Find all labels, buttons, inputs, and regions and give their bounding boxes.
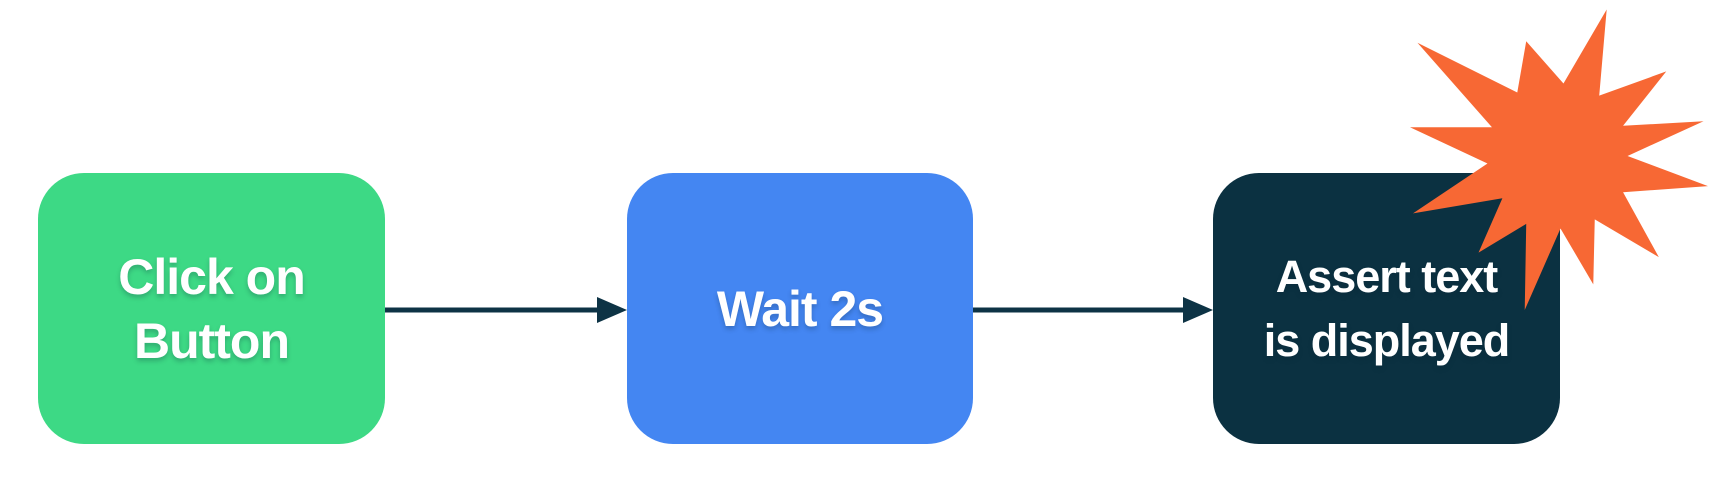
node-label-line: is displayed — [1263, 314, 1511, 366]
connector-arrow-2 — [973, 297, 1213, 323]
node-wait-2s-label: Wait 2s — [716, 277, 884, 341]
explosion-burst-shape — [1410, 9, 1708, 310]
node-label-line: Wait 2s — [716, 280, 884, 337]
node-click-on-button-label: Click on Button — [118, 245, 305, 373]
node-assert-label: Assert text is displayed — [1263, 245, 1511, 373]
explosion-burst-icon — [1410, 9, 1708, 310]
connector-arrow-1 — [385, 297, 627, 323]
arrow-head-icon — [1183, 297, 1213, 323]
node-label-line: Click on — [118, 248, 305, 305]
arrow-head-icon — [597, 297, 627, 323]
node-wait-2s: Wait 2s — [627, 173, 973, 444]
node-label-line: Button — [133, 312, 290, 369]
node-click-on-button: Click on Button — [38, 173, 385, 444]
node-label-line: Assert text — [1275, 250, 1499, 302]
